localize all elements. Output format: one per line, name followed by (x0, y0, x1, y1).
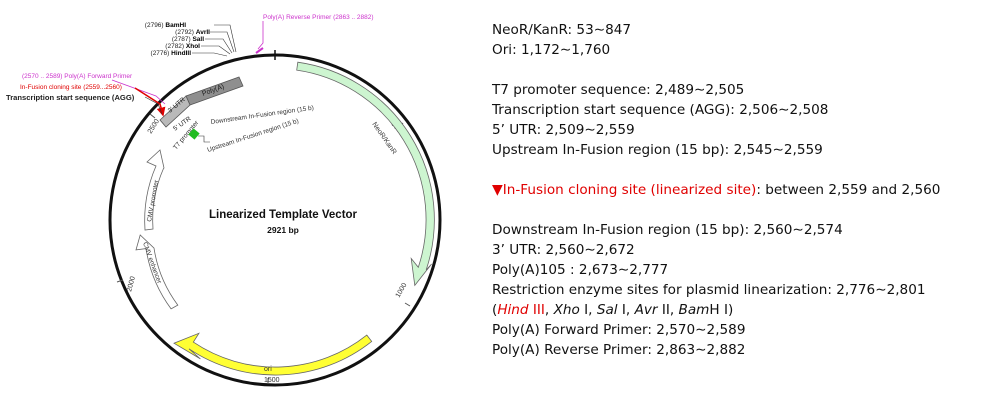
info-polya: Poly(A)105 : 2,673∼2,777 (492, 262, 669, 278)
tick-label-1500: 1500 (264, 377, 280, 384)
enzyme-open: ( (492, 302, 498, 318)
info-transcription-start: Transcription start sequence (AGG): 2,50… (492, 102, 829, 118)
info-cloning-site: ▼In-Fusion cloning site (linearized site… (492, 180, 992, 200)
map-size: 2921 bp (267, 225, 299, 235)
enzyme-bam-rest: H I) (709, 302, 734, 318)
enzyme-sep: , (625, 302, 635, 318)
reverse-primer-mark (255, 47, 264, 54)
spacer (492, 60, 992, 80)
cmv-promoter-feature (144, 149, 165, 231)
spacer (492, 200, 992, 220)
site-sali: SalI (192, 36, 204, 43)
site-pos: (2782) (165, 43, 184, 50)
svg-text:(2792) AvrII: (2792) AvrII (175, 29, 210, 36)
info-t7-promoter: T7 promoter sequence: 2,489∼2,505 (492, 82, 745, 98)
enzyme-avr: Avr (634, 302, 658, 318)
tick-mark-2500 (149, 113, 156, 119)
enzyme-bam: Bam (678, 302, 710, 318)
info-utr3: 3’ UTR: 2,560∼2,672 (492, 242, 635, 258)
tick-label-2000: 2000 (126, 276, 137, 293)
triangle-marker-icon: ▼ (492, 182, 503, 198)
enzyme-sal-rest: I (617, 302, 626, 318)
info-restriction-sites: Restriction enzyme sites for plasmid lin… (492, 282, 926, 298)
info-upstream-region: Upstream In-Fusion region (15 bp): 2,545… (492, 142, 823, 158)
enzyme-hind-rest: III (528, 302, 545, 318)
svg-text:(2796) BamHI: (2796) BamHI (145, 22, 186, 29)
site-bamhi: BamHI (165, 22, 186, 29)
map-title: Linearized Template Vector (209, 209, 358, 221)
enzyme-xho-rest: I (579, 302, 589, 318)
cmv-enhancer-feature (135, 234, 179, 310)
info-ori: Ori: 1,172∼1,760 (492, 42, 611, 58)
enzyme-sep: , (588, 302, 597, 318)
enzyme-sep: , (669, 302, 679, 318)
tick-mark-1000 (404, 302, 411, 307)
site-hindiii: HindIII (171, 50, 191, 57)
svg-text:(2787) SalI: (2787) SalI (172, 36, 204, 43)
in-fusion-leader-lines (198, 135, 210, 143)
spacer (492, 160, 992, 180)
site-pos: (2792) (175, 29, 194, 36)
neor-kanr-feature (296, 61, 435, 287)
info-reverse-primer: Poly(A) Reverse Primer: 2,863∼2,882 (492, 342, 746, 358)
enzyme-sep: , (544, 302, 554, 318)
forward-primer-leader (111, 79, 166, 105)
plasmid-map: 500 1000 1500 2000 2500 NeoR/KanR ori CM… (6, 14, 442, 387)
ori-label: ori (264, 366, 272, 373)
tick-label-2500: 2500 (147, 118, 161, 135)
svg-text:(2776) HindIII: (2776) HindIII (151, 50, 192, 57)
enzyme-avr-rest: II (657, 302, 670, 318)
info-forward-primer: Poly(A) Forward Primer: 2,570∼2,589 (492, 322, 746, 338)
reverse-primer-leader (257, 21, 264, 50)
info-utr5: 5’ UTR: 2,509∼2,559 (492, 122, 635, 138)
utr3-feature (159, 95, 191, 128)
cloning-site-position: : between 2,559 and 2,560 (756, 182, 941, 198)
restriction-site-leaders (192, 24, 237, 57)
cloning-site-label: In-Fusion cloning site (2559...2560) (20, 84, 122, 91)
cloning-site-arrow (134, 87, 166, 117)
site-pos: (2787) (172, 36, 191, 43)
feature-info-panel: NeoR/KanR: 53∼847 Ori: 1,172∼1,760 T7 pr… (492, 20, 992, 360)
cloning-site-text: In-Fusion cloning site (linearized site) (502, 182, 757, 198)
enzyme-hind: Hind (497, 302, 529, 318)
enzyme-xho: Xho (553, 302, 580, 318)
svg-text:(2782) XhoI: (2782) XhoI (165, 43, 200, 50)
ori-feature (173, 332, 373, 376)
reverse-primer-label: Poly(A) Reverse Primer (2863 .. 2882) (263, 14, 374, 21)
forward-primer-label: (2570 .. 2589) Poly(A) Forward Primer (22, 73, 133, 80)
info-downstream-region: Downstream In-Fusion region (15 bp): 2,5… (492, 222, 843, 238)
enzyme-sal: Sal (596, 302, 618, 318)
tick-label-1000: 1000 (395, 282, 409, 299)
site-avrii: AvrII (196, 29, 210, 36)
transcription-start-leader (144, 96, 163, 115)
site-xhoi: XhoI (186, 43, 200, 50)
restriction-site-labels: (2796) BamHI (2792) AvrII (2787) SalI (2… (145, 22, 210, 57)
tick-mark-2000 (116, 279, 124, 283)
info-enzyme-list: (Hind III, Xho I, Sal I, Avr II, BamH I) (492, 300, 992, 320)
in-fusion-fragment-icon (188, 128, 200, 140)
info-neor: NeoR/KanR: 53∼847 (492, 22, 632, 38)
transcription-start-label: Transcription start sequence (AGG) (6, 93, 135, 102)
site-pos: (2776) (151, 50, 170, 57)
site-pos: (2796) (145, 22, 164, 29)
